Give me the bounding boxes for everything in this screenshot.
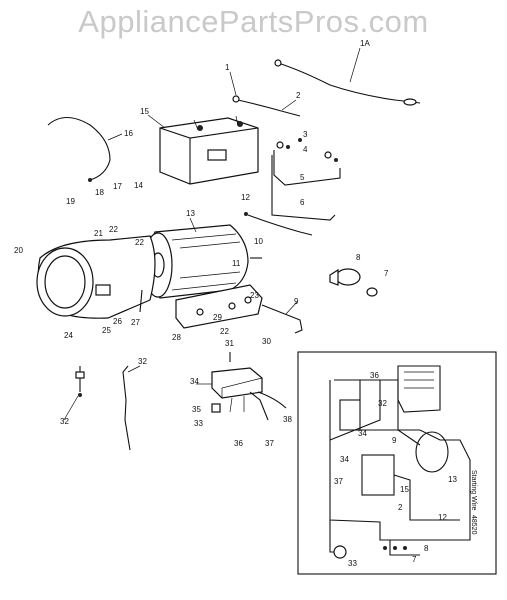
callout-14: 14 [134, 181, 143, 190]
callout-28: 28 [172, 333, 181, 342]
callout-4: 4 [303, 145, 308, 154]
callout-29: 29 [213, 313, 222, 322]
strap-9 [261, 304, 303, 334]
callout-27: 27 [131, 318, 140, 327]
callout-13: 13 [186, 209, 195, 218]
callout-labels: 1 1A 2 3 4 5 6 7 8 9 10 11 12 13 14 15 1… [14, 39, 389, 448]
callout-10: 10 [254, 237, 263, 246]
callout-16: 16 [124, 129, 133, 138]
inset-callout-9: 9 [392, 436, 397, 445]
callout-26: 26 [113, 317, 122, 326]
bolt-27 [139, 289, 143, 313]
inset-callout-7: 7 [412, 555, 417, 564]
wire-12 [247, 214, 313, 236]
callout-9: 9 [294, 297, 299, 306]
inset-callout-37: 37 [334, 477, 343, 486]
inset-callout-33: 33 [348, 559, 357, 568]
inset-side-label-starting-wire: Starting Wire [470, 470, 477, 511]
callout-3: 3 [303, 130, 308, 139]
terminal-hardware [276, 138, 338, 162]
inset-callout-labels: 36 32 34 34 9 13 37 15 2 12 8 7 33 Start… [334, 371, 477, 568]
inset-callout-8: 8 [424, 544, 429, 553]
inset-side-label-number: 48520 [470, 515, 477, 535]
cable-5 [273, 150, 341, 186]
callout-31: 31 [225, 339, 234, 348]
wiring-schematic-inset [297, 351, 497, 575]
mounting-bracket [175, 284, 263, 329]
key-7 [366, 287, 378, 297]
wire-1a [274, 59, 421, 106]
inset-callout-2: 2 [398, 503, 403, 512]
callout-6: 6 [300, 198, 305, 207]
cable-2 [237, 99, 301, 117]
callout-18: 18 [95, 188, 104, 197]
leader-lines [63, 47, 361, 421]
callout-32-a: 32 [138, 357, 147, 366]
wire-38 [257, 391, 287, 409]
callout-15: 15 [140, 107, 149, 116]
watermark-text: AppliancePartsPros.com [78, 4, 429, 39]
callout-35: 35 [192, 405, 201, 414]
voltage-regulator [211, 367, 263, 413]
callout-23: 23 [250, 291, 259, 300]
battery [159, 115, 259, 185]
callout-22-a: 22 [109, 225, 118, 234]
callout-22-c: 22 [220, 327, 229, 336]
inset-callout-13: 13 [448, 475, 457, 484]
callout-11: 11 [232, 259, 241, 268]
pulley-guard [36, 235, 156, 319]
callout-24: 24 [64, 331, 73, 340]
callout-19: 19 [66, 197, 75, 206]
inset-callout-34: 34 [358, 429, 367, 438]
inset-callout-15: 15 [400, 485, 409, 494]
callout-32-b: 32 [60, 417, 69, 426]
callout-5: 5 [300, 173, 305, 182]
callout-21: 21 [94, 229, 103, 238]
inset-callout-34-b: 34 [340, 455, 349, 464]
callout-8: 8 [356, 253, 361, 262]
connector-32 [75, 366, 85, 397]
callout-12: 12 [241, 193, 250, 202]
wire-37 [249, 391, 269, 421]
cable-6 [271, 155, 336, 221]
callout-25: 25 [102, 326, 111, 335]
callout-36: 36 [234, 439, 243, 448]
callout-7: 7 [384, 269, 389, 278]
inset-callout-36: 36 [370, 371, 379, 380]
callout-33: 33 [194, 419, 203, 428]
callout-30: 30 [262, 337, 271, 346]
callout-1a: 1A [360, 39, 370, 48]
callout-20: 20 [14, 246, 23, 255]
callout-38: 38 [283, 415, 292, 424]
callout-37: 37 [265, 439, 274, 448]
callout-22-b: 22 [135, 238, 144, 247]
callout-17: 17 [113, 182, 122, 191]
callout-34: 34 [190, 377, 199, 386]
callout-1: 1 [225, 63, 230, 72]
inset-callout-12: 12 [438, 513, 447, 522]
callout-2: 2 [296, 91, 301, 100]
wire-32-a [122, 365, 131, 451]
inset-callout-32: 32 [378, 399, 387, 408]
nut-35 [211, 403, 221, 413]
ignition-switch [329, 268, 361, 286]
wire-16 [47, 116, 111, 181]
